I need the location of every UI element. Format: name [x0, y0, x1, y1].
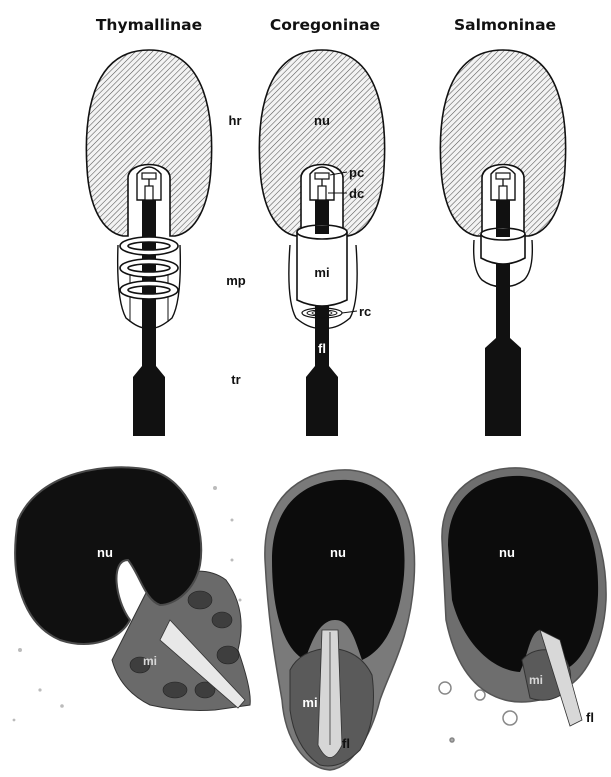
micrograph-coregoninae: nu mi fl: [258, 460, 428, 777]
schematic-thymallinae: [86, 50, 211, 436]
label-micrograph-mitochondria: mi: [302, 695, 317, 710]
flagellum: [496, 200, 510, 340]
label-nucleus: nu: [314, 113, 330, 128]
label-head-region: hr: [229, 113, 242, 128]
label-proximal-centriole: pc: [349, 165, 364, 180]
micrograph-salmoninae: nu mi fl: [428, 460, 611, 742]
label-midpiece-region: mp: [226, 273, 246, 288]
label-micrograph-nucleus: nu: [97, 545, 113, 560]
column-title-thymallinae: Thymallinae: [96, 16, 202, 34]
tail-segment: [485, 338, 521, 436]
micrograph-thymallinae: nu mi: [0, 460, 258, 735]
label-distal-centriole: dc: [349, 186, 364, 201]
label-flagellum: fl: [318, 341, 326, 356]
label-mitochondria: mi: [314, 265, 329, 280]
column-title-salmoninae: Salmoninae: [454, 16, 556, 34]
column-title-coregoninae: Coregoninae: [270, 16, 380, 34]
label-micrograph-flagellum: fl: [342, 736, 350, 751]
label-micrograph-nucleus: nu: [499, 545, 515, 560]
tail-segment: [133, 366, 165, 436]
label-micrograph-mitochondria: mi: [143, 654, 157, 668]
label-tail-region: tr: [231, 372, 240, 387]
label-micrograph-nucleus: nu: [330, 545, 346, 560]
label-micrograph-mitochondria: mi: [529, 673, 543, 687]
mitochondrial-ring: [481, 228, 525, 264]
schematic-coregoninae: nu pc dc mi rc fl: [259, 50, 384, 436]
schematic-salmoninae: [440, 50, 565, 436]
label-micrograph-flagellum: fl: [586, 710, 594, 725]
tail-segment: [306, 366, 338, 436]
label-ring-centriole: rc: [359, 304, 371, 319]
